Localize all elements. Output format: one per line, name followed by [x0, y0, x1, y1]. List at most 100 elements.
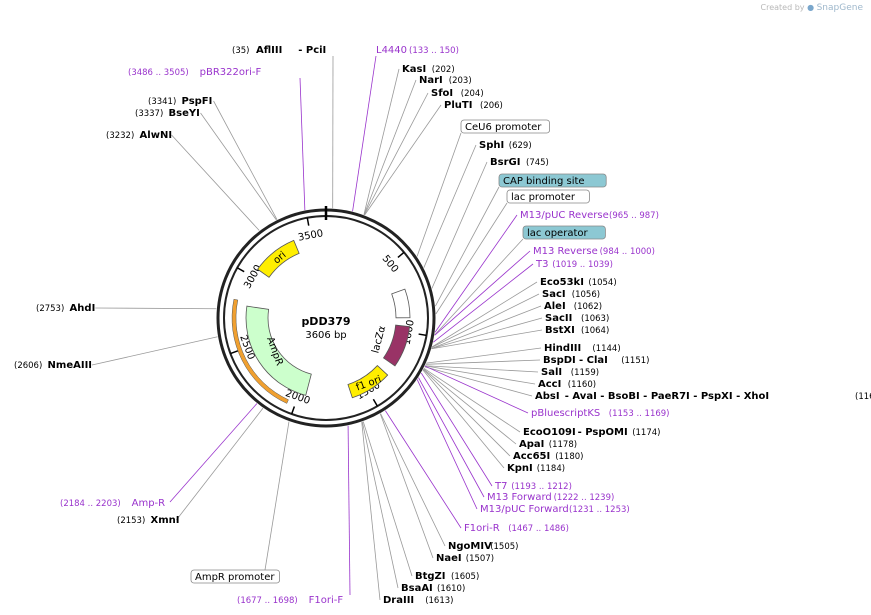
label-eco53kI: Eco53kI(1054) — [540, 277, 617, 288]
tick-mark — [306, 217, 310, 226]
label-part: (1467 .. 1486) — [508, 524, 569, 534]
ori-arrow — [257, 239, 300, 278]
label-part: AflIII — [256, 45, 282, 56]
label-part: (1056) — [572, 290, 600, 300]
label-btgZI: BtgZI (1605) — [415, 571, 479, 582]
label-narI: NarI(203) — [419, 75, 472, 86]
label-part: T7 — [494, 481, 507, 492]
leader-line — [425, 359, 541, 365]
tick-mark — [290, 406, 296, 415]
label-ecoO109I: EcoO109I- PspOMI(1174) — [523, 427, 660, 438]
tick-mark — [372, 398, 379, 407]
leader-line — [380, 413, 446, 547]
label-part: (1605) — [451, 572, 479, 582]
leader-line — [213, 100, 278, 220]
leader-line — [352, 55, 377, 212]
label-apaI: ApaI(1178) — [519, 439, 577, 450]
leader-line — [264, 421, 290, 571]
leader-line — [434, 250, 531, 336]
label-part: pBR322ori-F — [200, 67, 262, 78]
label-part: (1174) — [632, 428, 660, 438]
label-part: - AvaI - BsoBI - PaeR7I - PspXI - XhoI — [565, 391, 769, 402]
leader-line — [423, 368, 517, 445]
label-part: (3337) — [135, 109, 163, 119]
leader-line — [361, 421, 381, 601]
label-part: pBluescriptKS — [531, 408, 600, 419]
label-part: BstXI — [545, 325, 575, 336]
label-pbr322: (3486 .. 3505)pBR322ori-F — [128, 67, 261, 78]
label-text: lac operator — [527, 228, 588, 239]
label-pluTI: PluTI (206) — [444, 100, 503, 111]
label-part: PluTI — [444, 100, 472, 111]
leader-line — [418, 377, 485, 498]
label-draIII: DraIII(1613) — [383, 595, 453, 606]
leader-line — [434, 214, 518, 333]
label-part: SacII — [545, 313, 572, 324]
label-part: - PciI — [298, 45, 326, 56]
label-part: (1507) — [466, 554, 494, 564]
label-part: AhdI — [70, 303, 96, 314]
label-part: BsrGI — [490, 157, 520, 168]
label-part: (965 .. 987) — [609, 211, 659, 221]
leader-line — [171, 134, 260, 231]
label-part: (1610) — [437, 584, 465, 594]
label-t3: T3(1019 .. 1039) — [535, 259, 613, 270]
label-part: (1159) — [571, 368, 599, 378]
label-absI: AbsI- AvaI - BsoBI - PaeR7I - PspXI - Xh… — [535, 391, 871, 402]
label-part: BtgZI — [415, 571, 446, 582]
leader-line — [435, 186, 500, 307]
label-pbks: pBluescriptKS (1153 .. 1169) — [531, 408, 670, 419]
label-part: SacI — [542, 289, 566, 300]
leader-line — [385, 410, 462, 529]
label-part: Amp-R — [132, 498, 166, 509]
label-part: (2153) — [117, 516, 145, 526]
tick-mark — [230, 350, 239, 355]
label-m13fwd: M13 Forward(1222 .. 1239) — [487, 492, 614, 503]
leader-line — [423, 367, 521, 433]
label-part: (202) — [432, 65, 455, 75]
label-part: (1193 .. 1212) — [511, 482, 572, 492]
label-m13rev: M13 Reverse(984 .. 1000) — [533, 246, 655, 257]
label-text: AmpR promoter — [195, 572, 275, 583]
label-bsaAI: BsaAI (1610) — [401, 583, 465, 594]
label-bstXI: BstXI(1064) — [545, 325, 609, 336]
label-part: SalI — [541, 367, 562, 378]
label-bspDI: BspDI- ClaI(1151) — [543, 355, 649, 366]
leader-line — [424, 365, 529, 414]
leader-line — [416, 132, 462, 257]
label-part: (2606) — [14, 361, 42, 371]
label-part: XmnI — [151, 515, 180, 526]
label-part: (1184) — [537, 464, 565, 474]
label-box — [522, 225, 606, 240]
leader-line — [363, 79, 417, 215]
label-part: ApaI — [519, 439, 544, 450]
label-part: (1062) — [574, 302, 602, 312]
label-part: AlwNI — [140, 130, 173, 141]
leader-line — [364, 104, 442, 216]
label-l4440: L4440(133 .. 150) — [376, 45, 459, 56]
label-part: M13/pUC Reverse — [520, 210, 609, 221]
label-aleI: AleI(1062) — [544, 301, 602, 312]
leader-line — [431, 317, 543, 349]
label-part: (1063) — [581, 314, 609, 324]
leader-line — [424, 366, 533, 397]
label-part: (206) — [480, 101, 503, 111]
label-part: (1180) — [555, 452, 583, 462]
label-part: HindIII — [544, 343, 581, 354]
label-part: (1160) — [568, 380, 596, 390]
label-part: (1153 .. 1169) — [609, 409, 670, 419]
leader-line — [435, 202, 508, 315]
label-part: BsaAI — [401, 583, 433, 594]
leader-line — [420, 372, 493, 487]
label-part: AccI — [538, 379, 561, 390]
leader-line — [423, 369, 511, 457]
leader-line — [379, 413, 434, 559]
label-part: (133 .. 150) — [409, 46, 459, 56]
credit-prefix: Created by — [760, 3, 805, 12]
label-part: (203) — [449, 76, 472, 86]
label-sacII: SacII (1063) — [545, 313, 609, 324]
label-part: (1019 .. 1039) — [552, 260, 613, 270]
tick-mark — [418, 333, 427, 337]
label-part: SphI — [479, 140, 504, 151]
leader-line — [423, 144, 477, 268]
